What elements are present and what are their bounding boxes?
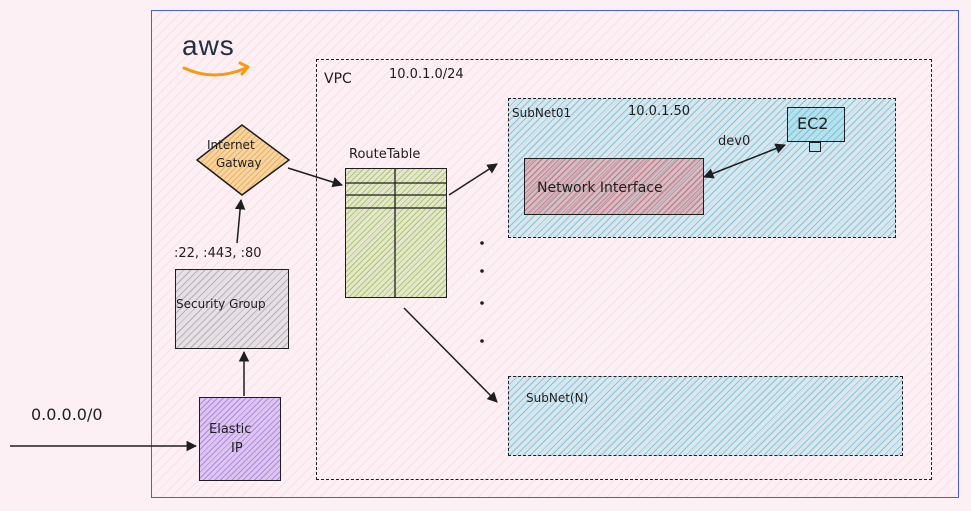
- subnet-continuation-dots: [480, 241, 484, 343]
- subnetn-box: [508, 376, 903, 456]
- elastic-ip-line2: IP: [231, 441, 243, 456]
- ingress-cidr-label: 0.0.0.0/0: [31, 405, 103, 424]
- elastic-ip-box: [199, 397, 281, 481]
- route-table-box: [345, 168, 447, 298]
- nic-ec2-link: [703, 143, 786, 179]
- vpc-label: VPC: [324, 71, 352, 87]
- routetable-to-subnet01-arrow: [448, 163, 498, 196]
- ec2-label: EC2: [797, 114, 829, 133]
- vpc-boundary: [316, 59, 932, 480]
- elastic-ip-line1: Elastic: [209, 422, 252, 437]
- subnet01-label: SubNet01: [512, 106, 572, 120]
- route-table-label: RouteTable: [349, 147, 421, 162]
- network-interface-label: Network Interface: [537, 180, 663, 196]
- network-interface-box: [524, 158, 704, 215]
- internet-gateway-line2: Gatway: [216, 156, 262, 170]
- gateway-to-routetable-arrow: [287, 167, 344, 188]
- aws-logo-text: aws: [182, 30, 235, 61]
- ec2-box: [787, 107, 845, 142]
- security-group-ports: :22, :443, :80: [174, 246, 262, 261]
- routetable-to-subnetn-arrow: [403, 307, 498, 403]
- aws-cloud-boundary: [151, 10, 959, 498]
- subnetn-label: SubNet(N): [526, 391, 589, 405]
- route-table-grid: [345, 168, 447, 298]
- sg-to-gateway-arrow: [234, 198, 246, 244]
- security-group-label: Security Group: [176, 297, 266, 311]
- vpc-cidr: 10.0.1.0/24: [389, 67, 464, 82]
- aws-logo: aws: [180, 30, 260, 82]
- internet-gateway-diamond: [195, 124, 291, 196]
- security-group-box: [175, 269, 289, 349]
- internet-gateway-line1: Internet: [207, 138, 255, 152]
- aws-smile-icon: [182, 61, 250, 77]
- subnet01-ip: 10.0.1.50: [628, 104, 691, 119]
- ec2-base-icon: [809, 142, 821, 152]
